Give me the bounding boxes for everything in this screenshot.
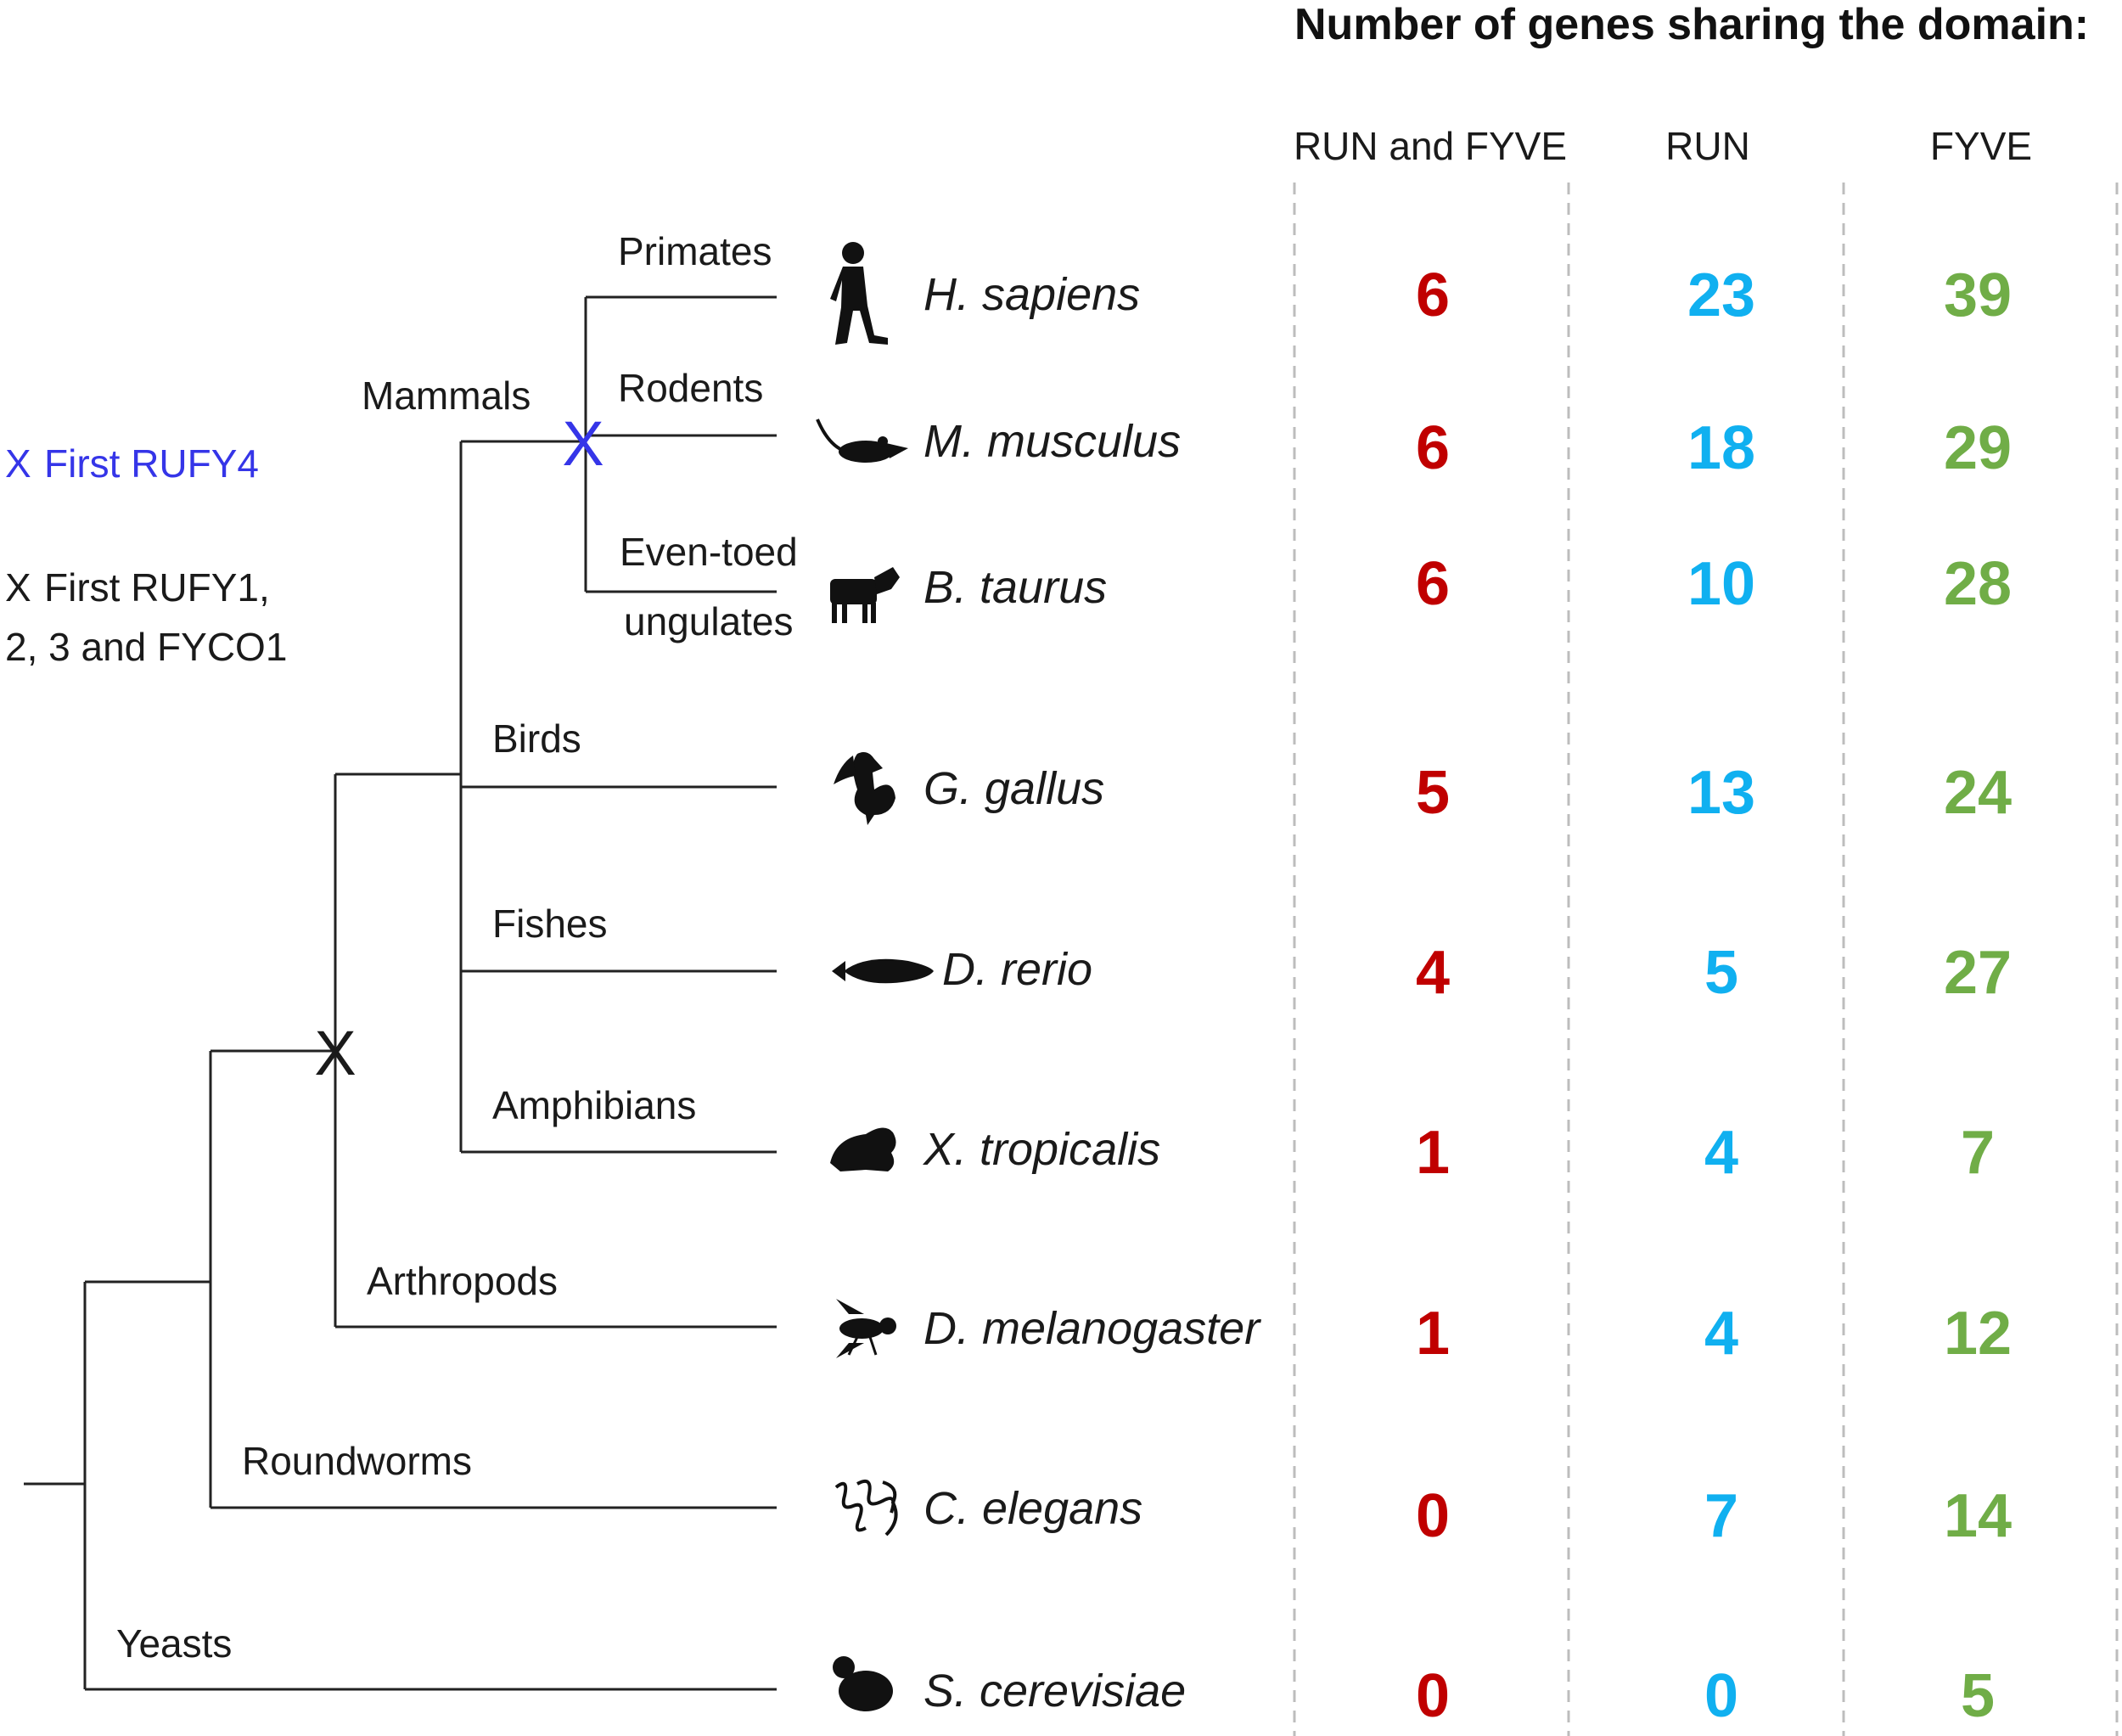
count-run-row-5: 4 xyxy=(1704,1119,1738,1187)
count-run-row-8: 0 xyxy=(1704,1662,1738,1730)
count-run-and-fyve-row-8: 0 xyxy=(1416,1662,1450,1730)
column-header-fyve: FYVE xyxy=(1930,124,2032,168)
fly-icon xyxy=(836,1299,896,1358)
figure-title: Number of genes sharing the domain: xyxy=(1294,0,2089,49)
legend-rufy1-line1: First RUFY1, xyxy=(44,565,270,610)
clade-label-amphibians: Amphibians xyxy=(492,1083,696,1127)
cow-icon xyxy=(830,567,900,623)
count-run-and-fyve-row-2: 6 xyxy=(1416,550,1450,618)
clade-label-arthropods: Arthropods xyxy=(367,1259,558,1303)
count-run-row-2: 10 xyxy=(1687,550,1755,618)
rufy4-tree-mark: X xyxy=(562,408,603,479)
legend-rufy4-text: First RUFY4 xyxy=(44,441,259,486)
count-run-and-fyve-row-4: 4 xyxy=(1416,939,1450,1007)
clade-label-even-toed: Even-toed xyxy=(620,530,798,574)
count-run-and-fyve-row-0: 6 xyxy=(1416,261,1450,329)
fish-icon xyxy=(832,958,934,984)
species-name-b-taurus: B. taurus xyxy=(923,562,1107,613)
species-name-d-rerio: D. rerio xyxy=(942,944,1092,995)
species-name-s-cerevisiae: S. cerevisiae xyxy=(923,1666,1186,1716)
count-fyve-row-2: 28 xyxy=(1944,550,2012,618)
species-name-h-sapiens: H. sapiens xyxy=(923,269,1140,320)
column-header-run-fyve: RUN and FYVE xyxy=(1294,124,1567,168)
count-run-and-fyve-row-3: 5 xyxy=(1416,759,1450,827)
worm-icon xyxy=(834,1480,898,1537)
frog-icon xyxy=(830,1127,896,1171)
count-fyve-row-3: 24 xyxy=(1944,759,2012,827)
count-fyve-row-8: 5 xyxy=(1961,1662,1995,1730)
clade-label-primates: Primates xyxy=(618,229,772,273)
count-run-and-fyve-row-5: 1 xyxy=(1416,1119,1450,1187)
count-fyve-row-0: 39 xyxy=(1944,261,2012,329)
clade-label-rodents: Rodents xyxy=(618,366,763,410)
species-name-c-elegans: C. elegans xyxy=(923,1483,1142,1534)
count-run-row-0: 23 xyxy=(1687,261,1755,329)
clade-label-mammals: Mammals xyxy=(362,374,530,418)
yeast-icon xyxy=(833,1656,893,1711)
species-name-d-melanogaster: D. melanogaster xyxy=(923,1303,1261,1354)
count-run-row-6: 4 xyxy=(1704,1300,1738,1368)
count-run-and-fyve-row-1: 6 xyxy=(1416,414,1450,482)
count-run-row-3: 13 xyxy=(1687,759,1755,827)
count-fyve-row-7: 14 xyxy=(1944,1482,2012,1550)
mouse-icon xyxy=(816,419,908,463)
species-name-g-gallus: G. gallus xyxy=(923,763,1104,814)
count-run-and-fyve-row-7: 0 xyxy=(1416,1482,1450,1550)
legend-rufy4-mark: X xyxy=(5,441,31,486)
count-fyve-row-1: 29 xyxy=(1944,414,2012,482)
clade-label-ungulates: ungulates xyxy=(624,599,794,643)
count-run-row-1: 18 xyxy=(1687,414,1755,482)
clade-label-birds: Birds xyxy=(492,716,581,761)
count-fyve-row-6: 12 xyxy=(1944,1300,2012,1368)
clade-label-roundworms: Roundworms xyxy=(242,1439,472,1483)
count-run-row-7: 7 xyxy=(1704,1482,1738,1550)
species-name-x-tropicalis: X. tropicalis xyxy=(922,1124,1160,1175)
rufy1-tree-mark: X xyxy=(314,1018,356,1088)
species-name-m-musculus: M. musculus xyxy=(923,416,1181,467)
legend: X First RUFY4 X First RUFY1, 2, 3 and FY… xyxy=(5,441,287,669)
clade-label-yeasts: Yeasts xyxy=(116,1621,232,1666)
human-icon xyxy=(830,242,888,345)
count-run-and-fyve-row-6: 1 xyxy=(1416,1300,1450,1368)
column-header-run: RUN xyxy=(1665,124,1750,168)
count-fyve-row-4: 27 xyxy=(1944,939,2012,1007)
clade-label-fishes: Fishes xyxy=(492,902,607,946)
legend-rufy1-line2: 2, 3 and FYCO1 xyxy=(5,625,287,669)
count-fyve-row-5: 7 xyxy=(1961,1119,1995,1187)
count-run-row-4: 5 xyxy=(1704,939,1738,1007)
tree-branches xyxy=(24,295,777,1691)
rooster-icon xyxy=(834,752,895,825)
legend-rufy1-mark: X xyxy=(5,565,31,610)
